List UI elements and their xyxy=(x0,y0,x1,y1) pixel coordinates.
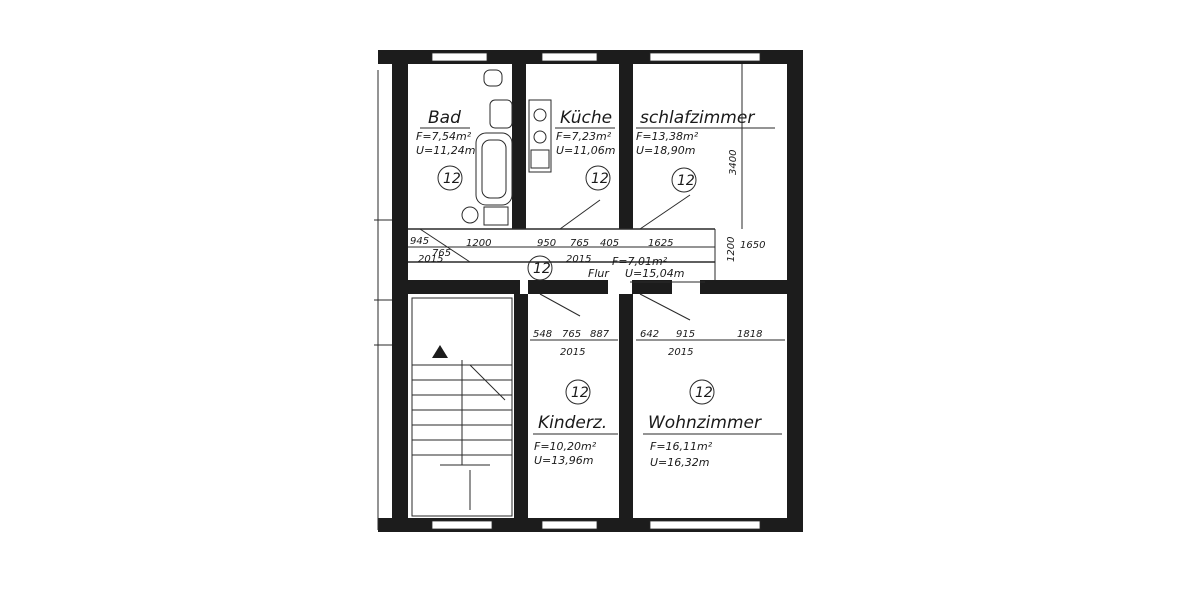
wohn-tag: 12 xyxy=(695,385,713,401)
stove-icon xyxy=(533,108,547,122)
schlaf-area: F=13,38m² xyxy=(636,130,699,143)
door-wohn xyxy=(639,293,691,321)
wall-kueche-schlaf xyxy=(619,64,633,229)
wall-stair-kinder xyxy=(514,294,528,518)
kinder-dim-bottom: 2015 xyxy=(560,347,585,358)
wall-kinder-wohn xyxy=(619,294,633,518)
flur-tag: 12 xyxy=(533,261,551,277)
kinder-dim-1: 548 xyxy=(533,329,552,340)
doors xyxy=(419,194,691,321)
room-flur: 12 F=7,01m² Flur U=15,04m xyxy=(527,255,684,281)
bad-tag-circle xyxy=(437,165,463,191)
bad-name: Bad xyxy=(428,108,461,128)
schlaf-tag-circle xyxy=(671,167,697,193)
bad-perimeter: U=11,24m xyxy=(416,144,475,157)
wall-bad-kueche xyxy=(512,64,526,229)
sink-icon xyxy=(489,99,513,129)
wall-flur-wohn-b xyxy=(700,280,787,294)
flur-dim-7: 1625 xyxy=(648,238,673,249)
window-stair xyxy=(431,520,493,530)
wohn-name: Wohnzimmer xyxy=(648,413,762,433)
kinder-name: Kinderz. xyxy=(538,413,607,433)
wohn-tag-circle xyxy=(689,379,715,405)
door-kueche xyxy=(559,199,601,230)
kinder-area: F=10,20m² xyxy=(534,440,597,453)
schlaf-height-dim: 3400 xyxy=(728,150,739,175)
washer-icon xyxy=(461,206,479,224)
interior-walls xyxy=(408,64,787,518)
flur-dim-vertical: 1200 xyxy=(726,237,737,262)
kueche-area: F=7,23m² xyxy=(556,130,612,143)
kueche-tag: 12 xyxy=(591,171,609,187)
door-schlaf xyxy=(639,194,691,230)
flur-dim-2: 765 xyxy=(432,248,451,259)
room-bad: Bad F=7,54m² U=11,24m 12 xyxy=(416,108,475,191)
kinder-perimeter: U=13,96m xyxy=(534,454,593,467)
flur-perimeter: U=15,04m xyxy=(625,267,684,280)
kinder-tag-circle xyxy=(565,379,591,405)
schlaf-tag: 12 xyxy=(677,173,695,189)
door-bad xyxy=(419,228,471,263)
kitchen-sink-icon xyxy=(530,149,550,169)
flur-dim-3: 1200 xyxy=(466,238,491,249)
cabinet-icon xyxy=(483,206,509,226)
wohn-perimeter: U=16,32m xyxy=(650,456,709,469)
wohn-dim-2: 915 xyxy=(676,329,695,340)
window-bad xyxy=(431,52,488,62)
kitchen-counter xyxy=(528,99,552,173)
schlaf-name: schlafzimmer xyxy=(640,108,755,128)
flur-dim-5: 765 xyxy=(570,238,589,249)
door-kinder xyxy=(539,293,581,317)
stair-arrow-icon xyxy=(432,345,448,358)
kueche-name: Küche xyxy=(560,108,612,128)
windows xyxy=(431,52,761,530)
wohn-dim-bottom: 2015 xyxy=(668,347,693,358)
window-kinder xyxy=(541,520,598,530)
flur-dim-bottom-1: 2015 xyxy=(418,254,443,265)
flur-dim-bottom-2: 2015 xyxy=(566,254,591,265)
kinder-dim-3: 887 xyxy=(590,329,610,340)
flur-tag-circle xyxy=(527,255,553,281)
wall-flur-kinder xyxy=(528,280,608,294)
flur-band xyxy=(408,228,716,283)
wall-bad-stair xyxy=(408,280,520,294)
wohn-dim-3: 1818 xyxy=(737,329,762,340)
window-wohnzimmer xyxy=(649,520,761,530)
wohn-dim-1: 642 xyxy=(640,329,659,340)
flur-dimensions: 945 765 1200 950 765 405 1625 1650 1200 … xyxy=(410,236,765,265)
exterior-marks xyxy=(374,70,392,530)
bad-area: F=7,54m² xyxy=(416,130,472,143)
flur-area: F=7,01m² xyxy=(612,255,668,268)
kueche-perimeter: U=11,06m xyxy=(556,144,615,157)
toilet-icon xyxy=(483,69,503,87)
staircase xyxy=(411,297,513,517)
room-schlafzimmer: schlafzimmer F=13,38m² U=18,90m 12 3400 xyxy=(636,64,775,229)
kitchen-fixtures xyxy=(528,99,552,173)
flur-name: Flur xyxy=(588,267,610,280)
east-wall xyxy=(787,50,803,532)
flur-dim-1: 945 xyxy=(410,236,429,247)
flur-dim-4: 950 xyxy=(537,238,556,249)
flur-dim-6: 405 xyxy=(600,238,619,249)
window-kueche xyxy=(541,52,598,62)
flur-dim-8: 1650 xyxy=(740,240,765,251)
bad-tag: 12 xyxy=(443,171,461,187)
room-kueche: Küche F=7,23m² U=11,06m 12 xyxy=(555,108,615,191)
stair-outline xyxy=(411,297,513,517)
west-wall xyxy=(392,50,408,532)
schlaf-perimeter: U=18,90m xyxy=(636,144,695,157)
kinder-tag: 12 xyxy=(571,385,589,401)
stove-burner-icon xyxy=(533,130,547,144)
room-kinder: 548 765 887 2015 12 Kinderz. F=10,20m² U… xyxy=(530,329,618,467)
bathtub-icon xyxy=(475,132,513,206)
window-schlafzimmer xyxy=(649,52,761,62)
kueche-tag-circle xyxy=(585,165,611,191)
room-wohnzimmer: 642 915 1818 2015 12 Wohnzimmer F=16,11m… xyxy=(636,329,785,469)
bathroom-fixtures xyxy=(461,69,513,226)
wohn-area: F=16,11m² xyxy=(650,440,713,453)
wall-flur-wohn-a xyxy=(632,280,672,294)
kinder-dim-2: 765 xyxy=(562,329,581,340)
